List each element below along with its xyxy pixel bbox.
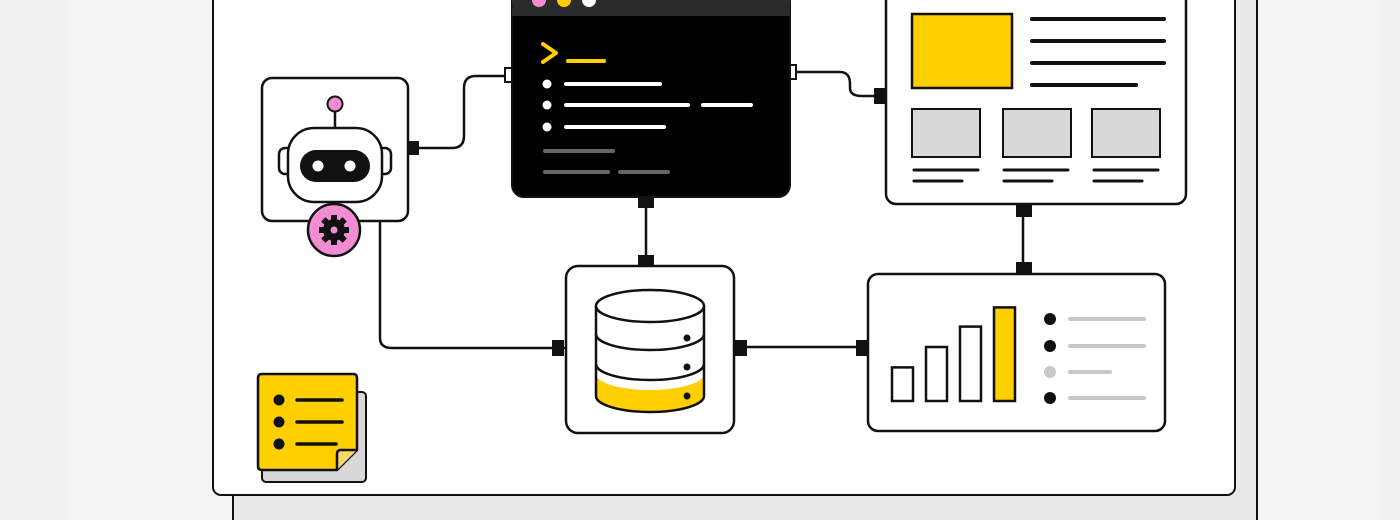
port-robot-right (407, 141, 419, 155)
window-dot-white (582, 0, 596, 7)
bar-chart-icon (890, 306, 1017, 403)
terminal-node (511, 0, 791, 198)
connector-robot-database (378, 220, 566, 350)
checklist-node (256, 372, 367, 483)
window-dot-pink (532, 0, 546, 7)
port-webpage-bottom (1016, 205, 1032, 217)
chart-bar (890, 366, 915, 403)
window-dots (532, 0, 596, 7)
thumbnail-block (1091, 108, 1161, 158)
analytics-node (866, 272, 1167, 433)
hero-image-block (910, 12, 1014, 90)
port-analytics-top (1016, 262, 1032, 274)
terminal-prompt-icon (541, 42, 606, 64)
connector-robot-terminal (408, 74, 512, 150)
terminal-output-lines (542, 79, 753, 174)
port-webpage-left (874, 88, 886, 104)
database-icon (594, 288, 706, 414)
connector-ports (407, 88, 1032, 356)
database-node (564, 264, 736, 435)
chart-bar (992, 306, 1017, 403)
robot-node (260, 76, 410, 258)
thumbnail-block (911, 108, 981, 158)
port-database-left (552, 340, 564, 356)
chart-bar (924, 345, 949, 403)
connector-terminal-webpage (790, 70, 886, 98)
right-margin (1380, 0, 1400, 520)
thumbnail-block (1002, 108, 1072, 158)
terminal-window (511, 0, 791, 198)
port-database-top (638, 255, 654, 267)
left-margin (0, 0, 68, 520)
analytics-node-frame (866, 272, 1167, 433)
gear-icon (306, 202, 362, 258)
window-dot-yellow (557, 0, 571, 7)
chart-bar (958, 325, 983, 403)
robot-icon (277, 95, 393, 204)
web-layout-icon (910, 12, 1166, 183)
port-terminal-bottom (638, 196, 654, 208)
port-database-right (735, 340, 747, 356)
legend-list (1044, 313, 1146, 404)
web-page-node (884, 0, 1188, 206)
port-analytics-left (856, 340, 868, 356)
